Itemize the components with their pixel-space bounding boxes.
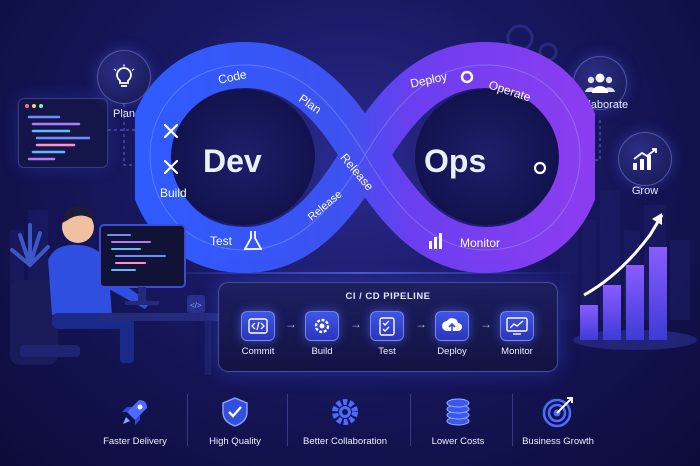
gear-icon [332,399,358,425]
divider [512,394,513,446]
pipeline-stage-label: Build [311,346,333,357]
pipeline-stage-label: Deploy [437,346,467,357]
benefit-lower-costs: Lower Costs [398,392,518,447]
team-icon [585,73,615,93]
divider [287,394,288,446]
pipeline-stage-test[interactable]: Test [356,311,418,357]
loop-label-test: Test [210,234,233,248]
tools-icon [163,159,179,175]
gear-icon [533,161,547,175]
loop-label-build: Build [160,186,187,200]
growth-chart-icon [633,148,657,170]
arrow-up-icon [652,213,662,225]
divider [187,394,188,446]
pipeline-stage-build[interactable]: Build [291,311,353,357]
bar-chart-icon [429,233,442,249]
svg-text:</>: </> [190,301,202,310]
code-editor-window [18,98,108,168]
plan-badge [97,50,151,104]
gear-icon [460,70,474,84]
flask-icon [243,231,263,250]
cloud-upload-icon [442,318,462,332]
loop-label-monitor: Monitor [460,236,501,250]
dev-title: Dev [203,143,262,179]
arrow-right-icon: → [350,317,362,331]
rocket-icon [122,400,147,425]
benefit-label: Business Growth [522,436,594,447]
plant-icon [10,223,50,267]
pipeline-stage-label: Test [378,346,396,357]
wrench-icon [163,123,179,139]
pipeline-title: CI / CD PIPELINE [345,291,431,302]
growth-bars-graphic [573,213,697,350]
coins-icon [446,398,470,426]
devops-infinity-loop [135,42,595,273]
arrow-right-icon: → [285,317,297,331]
pipeline-stage-label: Monitor [501,346,533,357]
checklist-icon [379,317,395,336]
benefit-better-collaboration: Better Collaboration [285,392,405,447]
benefit-faster-delivery: Faster Delivery [75,392,195,447]
code-icon [248,318,268,334]
pipeline-stage-label: Commit [241,346,275,357]
benefit-business-growth: Business Growth [498,392,618,447]
developer-illustration: </> [10,206,230,375]
arrow-right-icon: → [480,317,492,331]
monitor-chart-icon [506,317,528,335]
ci-cd-pipeline-panel: CI / CD PIPELINE Commit → Build → Test [218,282,558,372]
shield-check-icon [222,397,248,427]
benefit-label: Better Collaboration [303,436,387,447]
pipeline-stage-deploy[interactable]: Deploy [421,311,483,357]
benefit-label: High Quality [209,436,261,447]
divider [410,394,411,446]
benefit-label: Lower Costs [431,436,485,447]
plan-badge-label: Plan [112,108,136,120]
lightbulb-icon [113,64,135,87]
grow-badge [618,132,672,186]
arrow-right-icon: → [415,317,427,331]
benefit-high-quality: High Quality [175,392,295,447]
benefit-label: Faster Delivery [103,436,167,447]
gear-icon [314,318,330,334]
target-icon [542,397,573,428]
ops-title: Ops [424,143,487,179]
code-lines-graphic [25,104,91,161]
grow-badge-label: Grow [631,185,659,197]
pipeline-stage-commit[interactable]: Commit [227,311,289,357]
pipeline-stage-monitor[interactable]: Monitor [486,311,548,357]
